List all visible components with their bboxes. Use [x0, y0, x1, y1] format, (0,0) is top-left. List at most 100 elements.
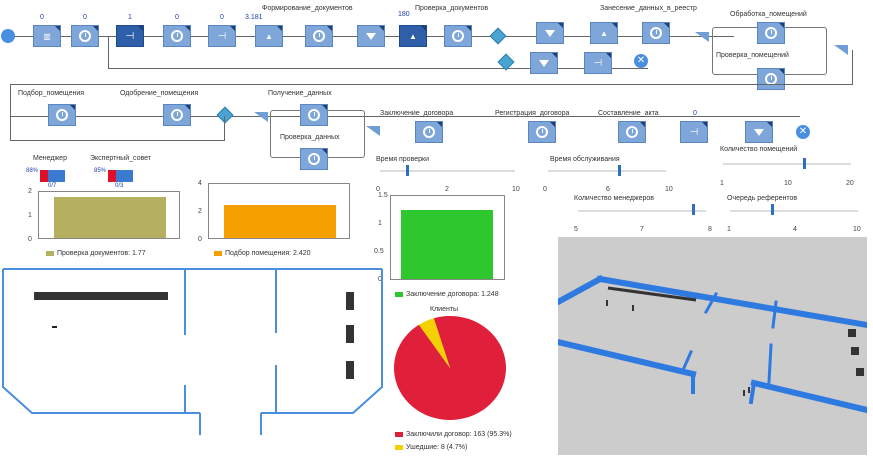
view-3d[interactable] [553, 237, 871, 455]
legend-label: Проверка документов: 1.77 [57, 250, 146, 257]
slider-vremya-obsluzhivaniya[interactable] [548, 170, 666, 172]
flow-connector [108, 37, 109, 68]
clock-icon [56, 109, 68, 121]
slider-thumb[interactable] [771, 204, 775, 215]
wall-3d [596, 275, 871, 329]
resource-label: Менеджер [33, 155, 67, 162]
flow-connector [852, 50, 853, 84]
slider-thumb[interactable] [692, 204, 696, 215]
agent-icon [632, 305, 634, 311]
release-icon: ⊣ [593, 57, 603, 69]
resource-pool-icon[interactable] [108, 170, 133, 182]
workplace-icon [346, 325, 354, 343]
delay-block-proverka-doc[interactable] [444, 25, 472, 47]
seize-icon: ⊣ [125, 30, 135, 42]
slider-kolichestvo-menedzherov[interactable] [578, 210, 706, 212]
source-icon[interactable] [1, 29, 15, 43]
bar-chart-proverka [38, 191, 180, 239]
split-icon: ▲ [265, 31, 273, 41]
resource-utilization: 85% [94, 168, 107, 174]
slider-thumb[interactable] [802, 158, 806, 169]
block-label: Занесение_данных_в_реестр [600, 5, 697, 12]
block-count: 3.181 [245, 14, 263, 21]
queue-block-4[interactable] [530, 52, 558, 74]
block-label: Заключение_договора [380, 110, 454, 117]
delay-block-proverka-pom[interactable] [757, 68, 785, 90]
wall-3d [554, 338, 697, 378]
legend-label: Заключение договора: 1.248 [406, 291, 499, 298]
slider-max: 10 [853, 226, 861, 233]
wall-3d [748, 380, 757, 405]
clock-icon [79, 30, 91, 42]
queue-block-3[interactable] [536, 22, 564, 44]
slider-max: 10 [665, 186, 673, 193]
legend-label: Ушедшие: 8 (4.7%) [406, 444, 468, 451]
agent-icon [52, 326, 57, 328]
delay-block-odobrenie[interactable] [163, 104, 191, 126]
delay-block-sostavlenie[interactable] [618, 121, 646, 143]
resource-value: 0/3 [115, 183, 124, 189]
delay-block-podbor[interactable] [48, 104, 76, 126]
wall-3d [750, 379, 871, 414]
slider-max: 20 [846, 180, 854, 187]
slider-thumb[interactable] [617, 165, 621, 176]
flow-connector [10, 116, 800, 117]
select-output-diamond[interactable] [489, 27, 507, 45]
delay-block-zanesenie[interactable] [642, 22, 670, 44]
sink-icon[interactable]: ✕ [796, 125, 810, 139]
delay-block-poluchenie[interactable] [300, 104, 328, 126]
queue-icon: ▥ [43, 31, 51, 41]
chart-legend: Заключили договор: 163 (95.3%) [395, 431, 512, 438]
block-label: Проверка_помещений [716, 52, 789, 59]
block-label: Регистрация_договора [495, 110, 570, 117]
delay-block-1[interactable] [71, 25, 99, 47]
bar-chart-zaklyuchenie [390, 195, 505, 280]
select-output-diamond[interactable] [216, 106, 234, 124]
chart-legend: Подбор помещения: 2.420 [214, 250, 311, 257]
release-block-2[interactable]: ⊣ [584, 52, 612, 74]
block-label: Проверка_документов [415, 5, 489, 12]
flow-connector [10, 84, 11, 140]
delay-block-proverka-dan[interactable] [300, 148, 328, 170]
pie-slice-ushedshie [418, 318, 450, 368]
slider-thumb[interactable] [406, 165, 409, 176]
block-count: 0 [175, 14, 179, 21]
delay-block-obrabotka[interactable] [757, 22, 785, 44]
wall-3d [767, 343, 773, 384]
split-block-3[interactable]: ▲ [590, 22, 618, 44]
release-icon: ⊣ [217, 30, 227, 42]
combine-icon [834, 45, 848, 55]
queue-block-1[interactable]: ▥ [33, 25, 61, 47]
workplace-icon [851, 347, 859, 355]
slider-kolichestvo-pomeshcheniy[interactable] [723, 163, 851, 165]
queue-icon [539, 59, 549, 67]
clock-icon [423, 126, 435, 138]
pie-chart-klienty [394, 316, 506, 420]
slider-vremya-proverki[interactable] [380, 170, 515, 172]
wall-3d [681, 350, 693, 372]
sink-icon[interactable]: ✕ [634, 54, 648, 68]
delay-block-formirovanie[interactable] [305, 25, 333, 47]
slider-ochered-referentov[interactable] [730, 210, 858, 212]
agent-icon [606, 300, 608, 306]
block-label: Получение_данных [268, 90, 332, 97]
delay-block-2[interactable] [163, 25, 191, 47]
split-icon: ▲ [409, 31, 417, 41]
split-block-1[interactable]: ▲ [255, 25, 283, 47]
y-tick: 1 [28, 212, 32, 219]
resource-pool-icon[interactable] [40, 170, 65, 182]
slider-label: Время проверки [376, 156, 429, 163]
queue-icon [545, 29, 555, 37]
flow-connector [108, 68, 648, 69]
delay-block-registraciya[interactable] [528, 121, 556, 143]
release-block-3[interactable]: ⊣ [680, 121, 708, 143]
floor-plan-2d [1, 268, 383, 435]
split-block-2[interactable]: ▲ [399, 25, 427, 47]
legend-swatch [46, 250, 54, 256]
release-block[interactable]: ⊣ [208, 25, 236, 47]
legend-swatch [395, 291, 403, 297]
seize-block[interactable]: ⊣ [116, 25, 144, 47]
queue-block-2[interactable] [357, 25, 385, 47]
queue-block-5[interactable] [745, 121, 773, 143]
delay-block-zaklyuchenie[interactable] [415, 121, 443, 143]
